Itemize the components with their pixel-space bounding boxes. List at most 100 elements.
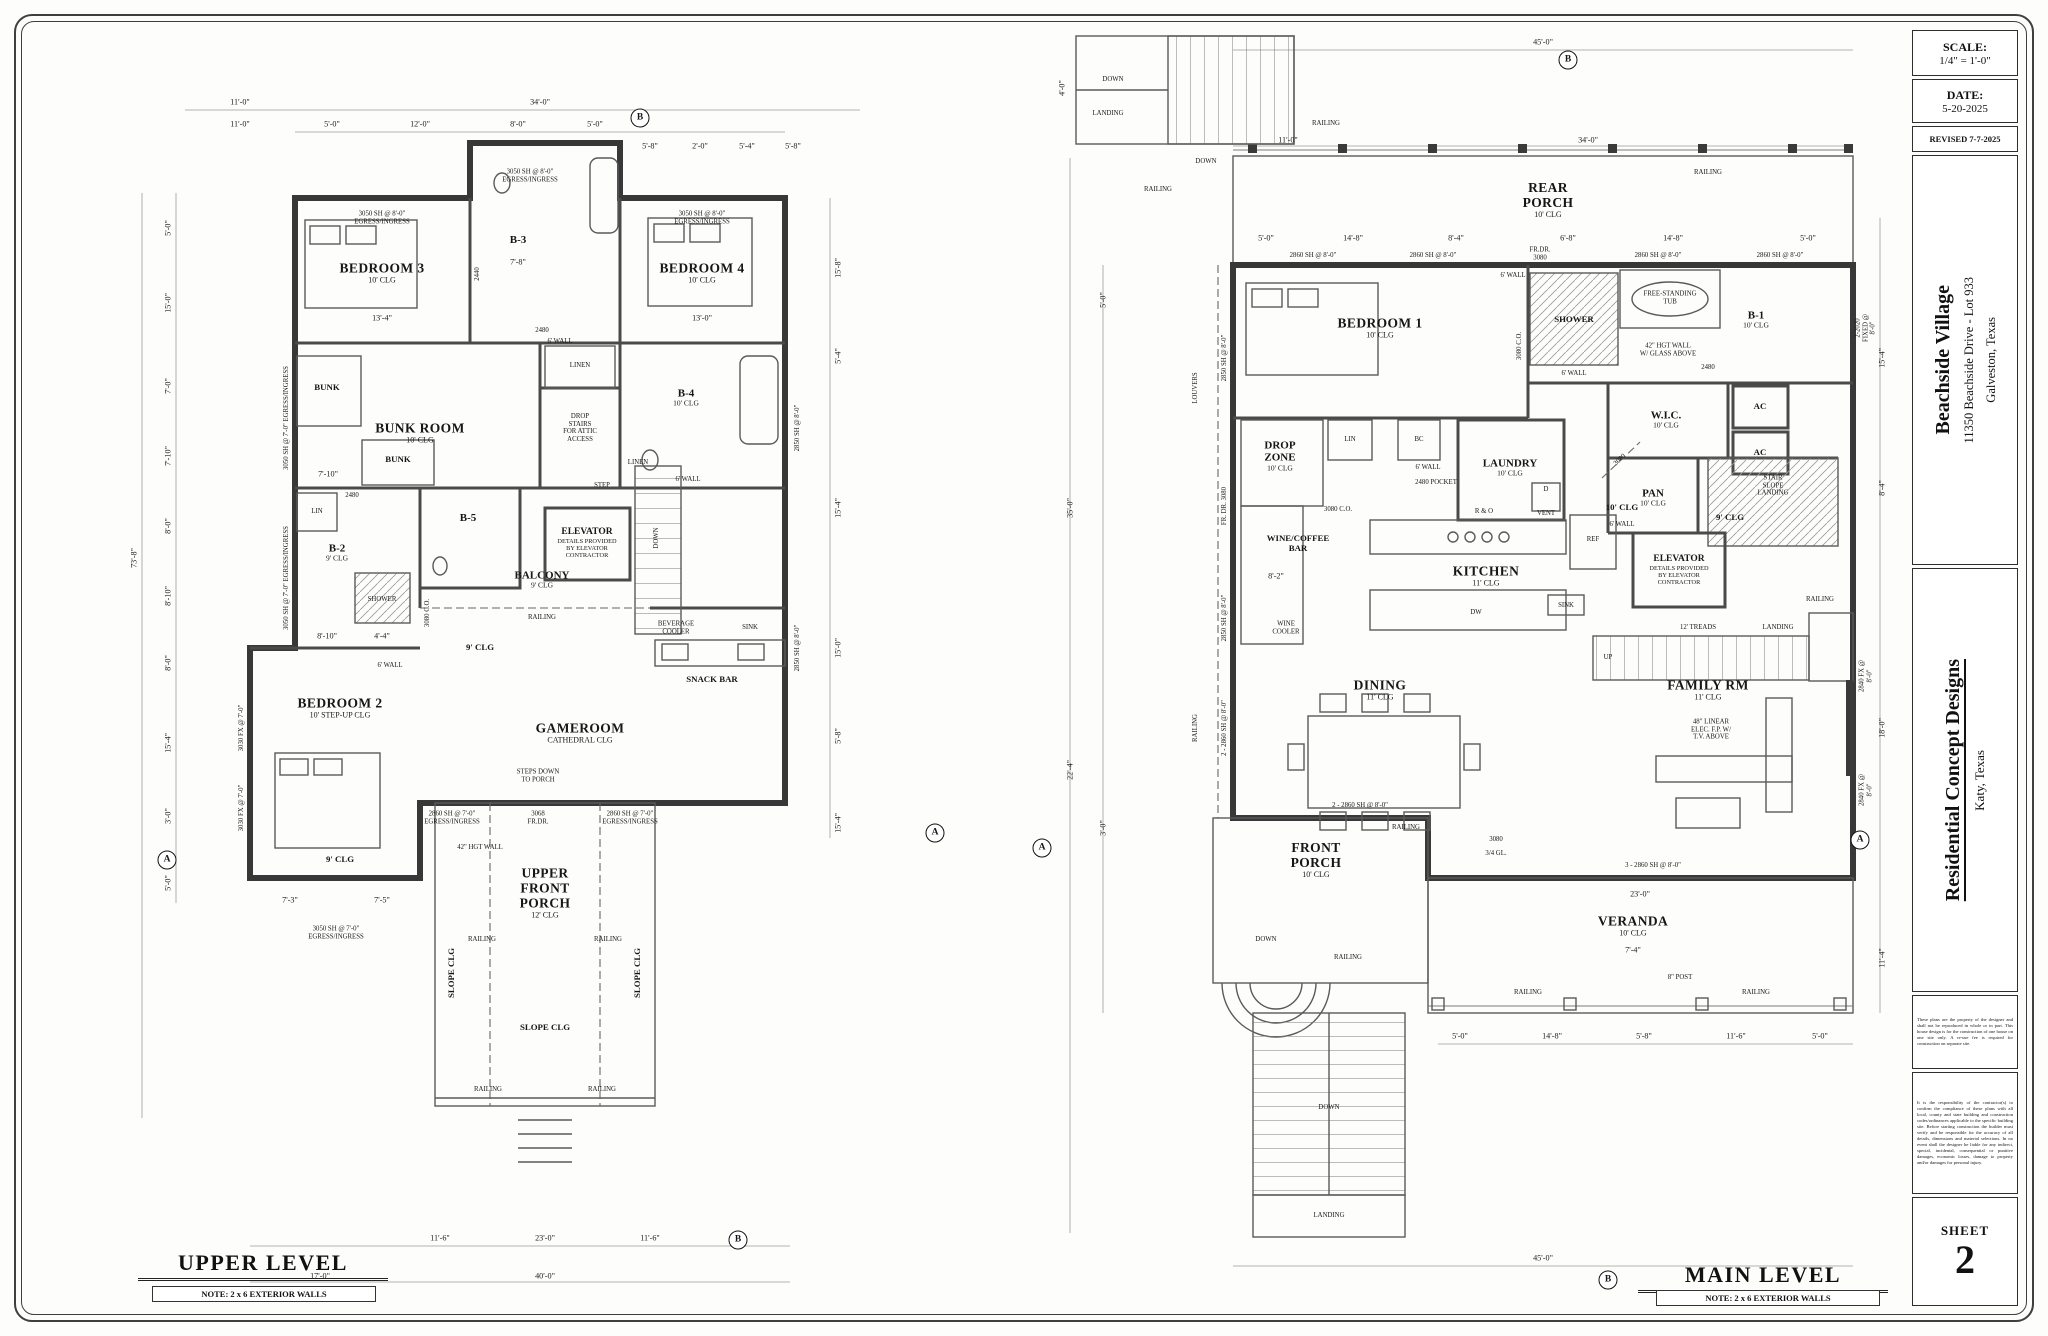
designer-box: Residential Concept Designs Katy, Texas bbox=[1912, 568, 2018, 992]
project-city: Galveston, Texas bbox=[1983, 317, 1998, 403]
upper-railing-label: RAILING bbox=[468, 936, 496, 944]
main-ref-label: REF bbox=[1586, 536, 1600, 544]
date-value: 5-20-2025 bbox=[1942, 102, 1988, 115]
main-8-2-label: 8'-2" bbox=[1268, 571, 1284, 581]
project-info-box: Beachside Village 11350 Beachside Drive … bbox=[1912, 155, 2018, 565]
upper-3050-sh-7-0-egress-ingress-label: 3050 SH @ 7'-0" EGRESS/INGRESS bbox=[283, 526, 291, 630]
main-w-i-c-label: W.I.C.10' CLG bbox=[1650, 409, 1682, 430]
main-d-label: D bbox=[1543, 486, 1549, 494]
main-11-4-label: 11'-4" bbox=[1877, 948, 1887, 968]
main-porches bbox=[1212, 817, 1854, 1038]
upper-b-3-label: B-3 bbox=[509, 233, 527, 246]
main-14-8-label: 14'-8" bbox=[1542, 1031, 1562, 1041]
main-shower-label: SHOWER bbox=[1554, 314, 1594, 325]
upper-slope-clg-label: SLOPE CLG bbox=[446, 947, 457, 999]
main-wine-cooler-label: WINE COOLER bbox=[1272, 620, 1300, 635]
main-railing-label: RAILING bbox=[1694, 169, 1722, 177]
upper-railing-label: RAILING bbox=[474, 1086, 502, 1094]
scale-label: SCALE: bbox=[1942, 39, 1987, 54]
main-fr-dr-3080-label: FR. DR. 3080 bbox=[1221, 486, 1229, 526]
upper-2480-label: 2480 bbox=[345, 492, 359, 500]
main-r-o-label: R & O bbox=[1474, 508, 1494, 516]
upper-7-10-label: 7'-10" bbox=[163, 446, 173, 466]
upper-railing-label: RAILING bbox=[594, 936, 622, 944]
upper-level-title: UPPER LEVEL bbox=[138, 1250, 388, 1281]
main-down-label: DOWN bbox=[1318, 1104, 1340, 1112]
upper-3068-fr-dr-label: 3068 FR.DR. bbox=[527, 810, 549, 825]
main-12-treads-label: 12' TREADS bbox=[1679, 624, 1717, 632]
sheet-number-box: SHEET 2 bbox=[1912, 1197, 2018, 1306]
main-railing-label: RAILING bbox=[1334, 954, 1362, 962]
disclaimer-2: It is the responsibility of the contract… bbox=[1917, 1100, 2013, 1165]
upper-level-note: NOTE: 2 x 6 EXTERIOR WALLS bbox=[152, 1286, 376, 1302]
upper-2480-label: 2480 bbox=[535, 327, 549, 335]
upper-8-10-label: 8'-10" bbox=[163, 586, 173, 606]
main-up-label: UP bbox=[1603, 654, 1613, 662]
upper-2440-label: 2440 bbox=[474, 267, 482, 281]
upper-42-hgt-wall-label: 42" HGT WALL bbox=[457, 844, 503, 852]
upper-level-plan: 11'-0"34'-0"11'-0"5'-0"12'-0"8'-0"5'-0"5… bbox=[90, 88, 970, 1303]
main-3080-label: 3080 bbox=[1489, 836, 1503, 844]
date-label: DATE: bbox=[1946, 87, 1984, 102]
main-3080-c-o-label: 3080 C.O. bbox=[1516, 331, 1524, 361]
main-6-wall-label: 6' WALL bbox=[1500, 272, 1526, 280]
upper-walls bbox=[247, 140, 788, 881]
upper-6-wall-label: 6' WALL bbox=[547, 338, 573, 346]
upper-11-6-label: 11'-6" bbox=[430, 1233, 450, 1243]
main-dimension-lines bbox=[1069, 49, 1881, 1267]
upper-5-0-label: 5'-0" bbox=[587, 119, 603, 129]
main-wine-coffee-bar-label: WINE/COFFEE BAR bbox=[1266, 533, 1330, 553]
main-2-2860-sh-8-0-label: 2 - 2860 SH @ 8'-0" bbox=[1221, 700, 1229, 756]
main-level-title: MAIN LEVEL bbox=[1638, 1262, 1888, 1293]
main-landing-label: LANDING bbox=[1313, 1212, 1345, 1220]
upper-4-4-label: 4'-4" bbox=[374, 631, 390, 641]
main-landing-label: LANDING bbox=[1092, 110, 1124, 118]
main-4-0-label: 4'-0" bbox=[1057, 80, 1067, 96]
main-stair-bottom bbox=[1252, 1012, 1406, 1238]
main-3080-c-o-label: 3080 C.O. bbox=[1323, 506, 1353, 514]
upper-2-0-label: 2'-0" bbox=[692, 141, 708, 151]
upper-drop-stairs-for-attic-access-label: DROP STAIRS FOR ATTIC ACCESS bbox=[563, 412, 597, 443]
main-6-wall-label: 6' WALL bbox=[1561, 370, 1587, 378]
upper-3050-sh-8-0-egress-ingress-label: 3050 SH @ 8'-0" EGRESS/INGRESS bbox=[674, 210, 730, 225]
upper-9-clg-label: 9' CLG bbox=[325, 854, 355, 865]
upper-5-0-label: 5'-0" bbox=[163, 220, 173, 236]
upper-15-0-label: 15'-0" bbox=[163, 293, 173, 313]
upper-bunk-label: BUNK bbox=[385, 454, 411, 465]
upper-7-3-label: 7'-3" bbox=[282, 895, 298, 905]
main-8-post-label: 8" POST bbox=[1667, 974, 1693, 982]
main-level-labels: DOWN LANDING 4'-0" RAILING DOWN RAILING 45'-0"… bbox=[1008, 28, 1898, 1306]
main-railing-label: RAILING bbox=[1392, 824, 1420, 832]
upper-linen-label: LINEN bbox=[569, 362, 591, 370]
main-2850-sh-8-0-label: 2850 SH @ 8'-0" bbox=[1221, 594, 1229, 642]
main-18-0-label: 18'-0" bbox=[1877, 718, 1887, 738]
upper-15-8-label: 15'-8" bbox=[833, 258, 843, 278]
main-11-6-label: 11'-6" bbox=[1726, 1031, 1746, 1041]
main-5-0-label: 5'-0" bbox=[1800, 233, 1816, 243]
upper-73-8-label: 73'-8" bbox=[129, 548, 139, 568]
upper-5-4-label: 5'-4" bbox=[833, 348, 843, 364]
main-23-0-label: 23'-0" bbox=[1630, 889, 1650, 899]
main-8-4-label: 8'-4" bbox=[1877, 480, 1887, 496]
upper-snack-bar-label: SNACK BAR bbox=[686, 674, 738, 685]
upper-b-label: B bbox=[728, 1230, 748, 1250]
main-45-0-label: 45'-0" bbox=[1533, 1253, 1553, 1263]
upper-beverage-cooler-label: BEVERAGE COOLER bbox=[657, 620, 695, 635]
main-2860-sh-8-0-label: 2860 SH @ 8'-0" bbox=[1756, 252, 1804, 260]
disclaimer-box-2: It is the responsibility of the contract… bbox=[1912, 1072, 2018, 1194]
main-8-4-label: 8'-4" bbox=[1448, 233, 1464, 243]
upper-sink-label: SINK bbox=[742, 624, 758, 632]
main-down-label: DOWN bbox=[1195, 158, 1217, 166]
main-dining-family-furniture bbox=[1287, 680, 1853, 831]
